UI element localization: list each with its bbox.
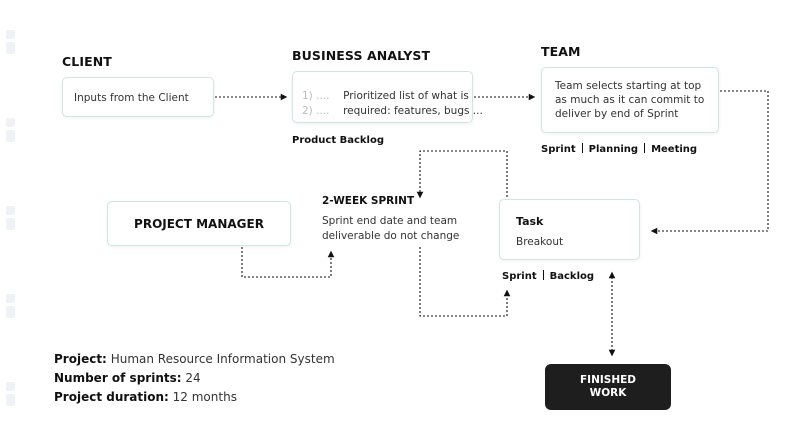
product-backlog-caption: Product Backlog [292, 135, 385, 146]
arrow-sprint-to-backlog [419, 247, 511, 317]
sprint-line: Sprint end date and team [322, 215, 458, 227]
sprint-line: deliverable do not change [322, 230, 460, 242]
backlog-item-number: 2) .... [302, 105, 330, 117]
sprints-label: Number of sprints: [54, 371, 182, 385]
finished-line: WORK [589, 387, 627, 399]
watermark-icon [4, 206, 18, 234]
business-analyst-heading: BUSINESS ANALYST [292, 48, 431, 63]
backlog-item-text: required: features, bugs ... [343, 105, 483, 117]
project-manager-box: PROJECT MANAGER [107, 201, 291, 246]
team-heading: TEAM [541, 44, 581, 59]
sprint-title: 2-WEEK SPRINT [322, 195, 415, 207]
watermark-icon [4, 294, 18, 322]
team-line: as much as it can commit to [555, 94, 705, 106]
backlog-item-text: Prioritized list of what is [343, 90, 469, 102]
caption-word: Sprint [502, 271, 537, 282]
watermark-icon [4, 118, 18, 146]
arrow-pm-to-sprint [241, 247, 335, 278]
duration-row: Project duration: 12 months [54, 390, 237, 404]
caption-word: Planning [588, 144, 639, 155]
task-title: Task [516, 215, 544, 228]
sprints-value: 24 [185, 371, 201, 385]
duration-value: 12 months [172, 390, 237, 404]
backlog-item-number: 1) .... [302, 90, 330, 102]
sprint-planning-caption: Sprint Planning Meeting [541, 143, 697, 155]
backlog-item: 1) .... Prioritized list of what is [302, 84, 469, 103]
product-backlog-box: 1) .... Prioritized list of what is 2) .… [292, 71, 483, 123]
team-line: deliver by end of Sprint [555, 108, 679, 120]
client-heading: CLIENT [62, 54, 112, 69]
team-box: Team selects starting at top as much as … [541, 67, 719, 133]
team-line: Team selects starting at top [555, 80, 702, 92]
project-name-row: Project: Human Resource Information Syst… [54, 352, 335, 366]
project-value: Human Resource Information System [110, 352, 335, 366]
caption-word: Backlog [549, 271, 595, 282]
sprints-row: Number of sprints: 24 [54, 371, 201, 385]
client-text: Inputs from the Client [74, 92, 189, 104]
project-label: Project: [54, 352, 107, 366]
client-box: Inputs from the Client [62, 77, 214, 117]
arrow-task-to-sprint [416, 150, 508, 199]
project-manager-title: PROJECT MANAGER [134, 217, 264, 231]
finished-line: FINISHED [579, 374, 636, 386]
task-subtitle: Breakout [516, 236, 564, 248]
duration-label: Project duration: [54, 390, 169, 404]
task-box: Task Breakout [499, 199, 640, 260]
watermark-icon [4, 382, 18, 410]
backlog-item: 2) .... required: features, bugs ... [302, 99, 483, 118]
finished-work-box: FINISHED WORK [545, 364, 671, 410]
sprint-backlog-caption: Sprint Backlog [502, 270, 594, 282]
caption-word: Sprint [541, 144, 576, 155]
caption-word: Meeting [651, 144, 698, 155]
watermark-icon [4, 30, 18, 58]
